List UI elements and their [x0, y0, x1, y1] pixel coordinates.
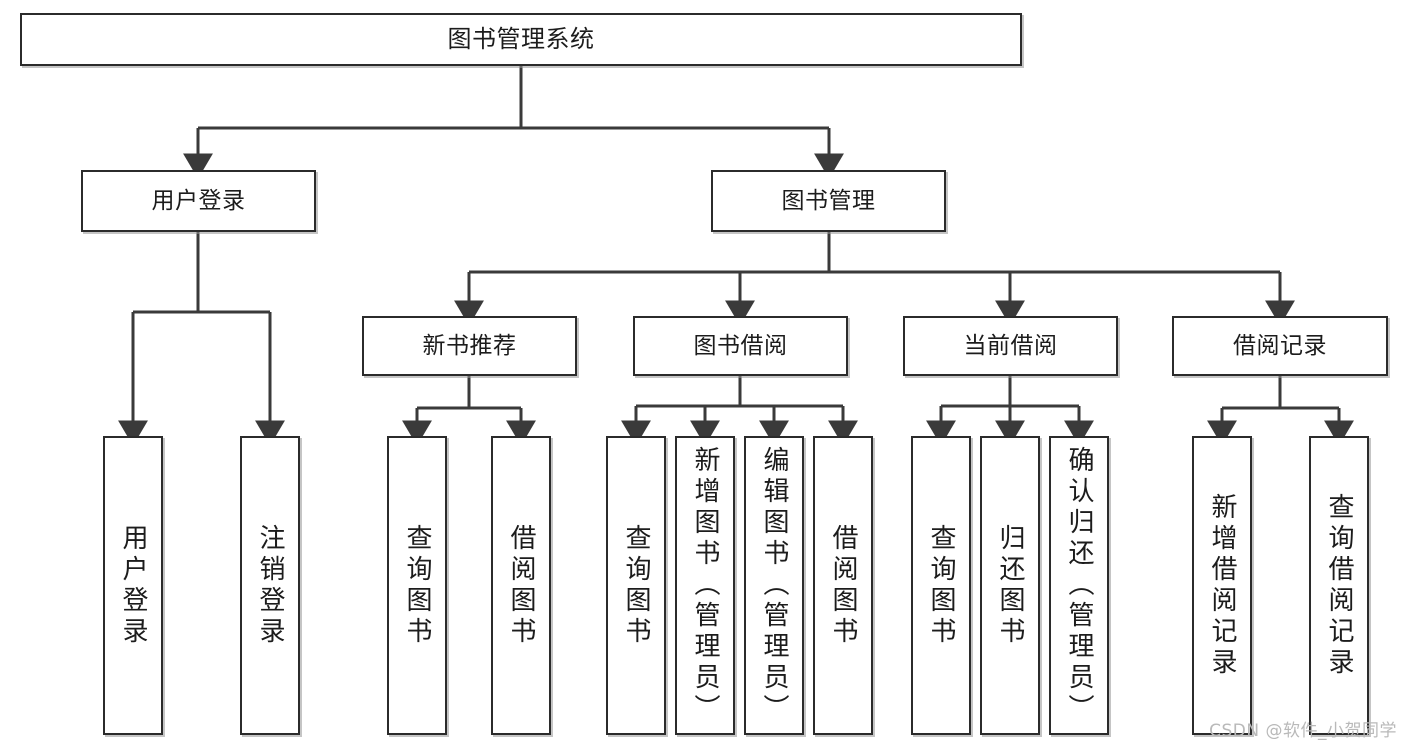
- node-borrow-record-label: 借阅记录: [1233, 332, 1327, 359]
- node-leaf-borrow-book-2[interactable]: 借阅图书: [813, 436, 873, 735]
- node-root[interactable]: 图书管理系统: [20, 13, 1022, 66]
- node-leaf-confirm-return-admin-label: 确认归还（管理员）: [1064, 446, 1094, 725]
- node-leaf-query-book-2[interactable]: 查询图书: [606, 436, 666, 735]
- node-current-borrow[interactable]: 当前借阅: [903, 316, 1118, 376]
- node-book-borrow-label: 图书借阅: [693, 332, 788, 359]
- node-root-label: 图书管理系统: [447, 24, 595, 53]
- node-leaf-borrow-book-1[interactable]: 借阅图书: [491, 436, 551, 735]
- node-leaf-query-book-3[interactable]: 查询图书: [911, 436, 971, 735]
- node-current-borrow-label: 当前借阅: [963, 332, 1058, 359]
- node-leaf-query-book-2-label: 查询图书: [621, 523, 651, 648]
- node-leaf-logout[interactable]: 注销登录: [240, 436, 300, 735]
- node-leaf-user-login-label: 用户登录: [118, 523, 148, 648]
- node-leaf-borrow-book-1-label: 借阅图书: [506, 523, 536, 648]
- node-leaf-return-book-label: 归还图书: [995, 523, 1025, 648]
- node-leaf-add-record-label: 新增借阅记录: [1207, 492, 1237, 679]
- node-leaf-query-record[interactable]: 查询借阅记录: [1309, 436, 1369, 735]
- node-leaf-add-book-admin[interactable]: 新增图书（管理员）: [675, 436, 735, 735]
- node-leaf-borrow-book-2-label: 借阅图书: [828, 523, 858, 648]
- node-book-borrow[interactable]: 图书借阅: [633, 316, 848, 376]
- node-book-manage[interactable]: 图书管理: [711, 170, 946, 232]
- node-leaf-query-book-1[interactable]: 查询图书: [387, 436, 447, 735]
- node-leaf-add-book-admin-label: 新增图书（管理员）: [690, 446, 720, 725]
- node-borrow-record[interactable]: 借阅记录: [1172, 316, 1388, 376]
- node-leaf-logout-label: 注销登录: [255, 523, 285, 648]
- csdn-watermark: CSDN @软件_小贺同学: [1209, 721, 1397, 741]
- node-user-login[interactable]: 用户登录: [81, 170, 316, 232]
- node-new-book-recommend[interactable]: 新书推荐: [362, 316, 577, 376]
- node-leaf-query-record-label: 查询借阅记录: [1324, 492, 1354, 679]
- node-book-manage-label: 图书管理: [781, 187, 876, 214]
- node-leaf-user-login[interactable]: 用户登录: [103, 436, 163, 735]
- node-leaf-query-book-1-label: 查询图书: [402, 523, 432, 648]
- node-leaf-edit-book-admin-label: 编辑图书（管理员）: [759, 446, 789, 725]
- node-leaf-edit-book-admin[interactable]: 编辑图书（管理员）: [744, 436, 804, 735]
- node-leaf-query-book-3-label: 查询图书: [926, 523, 956, 648]
- node-leaf-return-book[interactable]: 归还图书: [980, 436, 1040, 735]
- node-new-book-recommend-label: 新书推荐: [422, 332, 517, 359]
- node-leaf-confirm-return-admin[interactable]: 确认归还（管理员）: [1049, 436, 1109, 735]
- node-user-login-label: 用户登录: [151, 187, 246, 214]
- node-leaf-add-record[interactable]: 新增借阅记录: [1192, 436, 1252, 735]
